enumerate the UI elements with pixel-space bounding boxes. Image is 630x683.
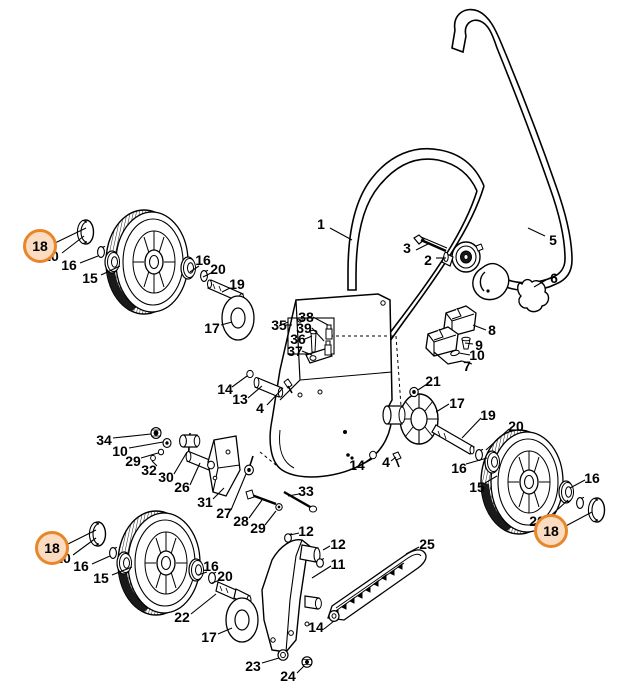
callout-label-1[interactable]: 1 <box>317 216 325 232</box>
bracket-assembly-35 <box>278 317 335 364</box>
fastener-part-9 <box>461 336 471 350</box>
axle-part-19-right <box>431 424 475 455</box>
leader-lines <box>54 227 593 674</box>
screw-part-4-lower <box>392 451 402 468</box>
callout-label-17[interactable]: 17 <box>449 395 465 411</box>
callout-label-15[interactable]: 15 <box>93 570 109 586</box>
wheel-assembly-lower-left <box>88 510 259 643</box>
callout-label-34[interactable]: 34 <box>96 432 112 448</box>
callout-label-38[interactable]: 38 <box>298 309 314 325</box>
bolt-part-28 <box>245 489 277 506</box>
callout-label-16[interactable]: 16 <box>73 558 89 574</box>
callout-label-33[interactable]: 33 <box>298 483 314 499</box>
plate-part-31 <box>207 435 241 497</box>
callout-label-10[interactable]: 10 <box>469 347 485 363</box>
callout-label-16[interactable]: 16 <box>195 252 211 268</box>
highlight-marker-18[interactable] <box>23 229 57 263</box>
callout-label-16[interactable]: 16 <box>451 460 467 476</box>
callout-label-20[interactable]: 20 <box>508 418 524 434</box>
callout-label-37[interactable]: 37 <box>287 343 303 359</box>
callout-label-11[interactable]: 11 <box>330 556 346 572</box>
knob-part-6 <box>517 278 550 313</box>
pin-part-10 <box>450 349 460 357</box>
callout-label-9[interactable]: 9 <box>475 337 483 353</box>
callout-label-16[interactable]: 16 <box>203 558 219 574</box>
callout-label-19[interactable]: 19 <box>480 407 496 423</box>
callout-label-17[interactable]: 17 <box>201 629 217 645</box>
callout-label-27[interactable]: 27 <box>216 505 232 521</box>
handle-hinge <box>451 241 484 273</box>
handle-end-boot <box>472 262 510 301</box>
callout-label-28[interactable]: 28 <box>233 513 249 529</box>
highlight-marker-18[interactable] <box>35 531 69 565</box>
bolt-part-3 <box>413 234 448 253</box>
callout-label-12[interactable]: 12 <box>330 536 346 552</box>
callout-label-14[interactable]: 14 <box>349 457 365 473</box>
callout-label-23[interactable]: 23 <box>245 658 261 674</box>
callout-label-4[interactable]: 4 <box>382 454 390 470</box>
callout-label-29[interactable]: 29 <box>125 453 141 469</box>
callout-label-20[interactable]: 20 <box>210 261 226 277</box>
wheel-assembly-right <box>382 386 606 535</box>
callout-label-2[interactable]: 2 <box>424 252 432 268</box>
callout-label-7[interactable]: 7 <box>463 358 471 374</box>
highlight-marker-label-18: 18 <box>32 238 48 254</box>
bolt-part-33 <box>283 490 318 513</box>
bushing-part-21 <box>382 405 406 425</box>
wheel-assembly-upper-left <box>76 209 255 341</box>
callout-label-29[interactable]: 29 <box>250 520 266 536</box>
lever-part-30 <box>179 432 201 463</box>
callout-label-25[interactable]: 25 <box>419 536 435 552</box>
callout-label-15[interactable]: 15 <box>82 270 98 286</box>
callout-label-4[interactable]: 4 <box>256 400 264 416</box>
callout-label-17[interactable]: 17 <box>204 320 220 336</box>
clip-part-7 <box>425 326 463 365</box>
callout-label-21[interactable]: 21 <box>425 373 441 389</box>
callout-label-13[interactable]: 13 <box>232 391 248 407</box>
highlight-marker-label-18: 18 <box>543 523 559 539</box>
callout-label-20[interactable]: 20 <box>217 568 233 584</box>
small-parts-cluster <box>150 369 402 513</box>
callout-label-32[interactable]: 32 <box>141 462 157 478</box>
highlight-marker-18[interactable] <box>534 514 568 548</box>
callout-label-19[interactable]: 19 <box>229 276 245 292</box>
callout-label-12[interactable]: 12 <box>298 523 314 539</box>
callout-label-16[interactable]: 16 <box>584 470 600 486</box>
callout-label-3[interactable]: 3 <box>403 240 411 256</box>
callout-label-36[interactable]: 36 <box>290 331 306 347</box>
arm-part-11 <box>261 533 340 668</box>
callout-label-30[interactable]: 30 <box>158 469 174 485</box>
callout-label-35[interactable]: 35 <box>271 317 287 333</box>
callout-label-22[interactable]: 22 <box>174 609 190 625</box>
callout-label-31[interactable]: 31 <box>197 494 213 510</box>
hub-flange-17 <box>399 393 439 445</box>
callout-label-39[interactable]: 39 <box>296 320 312 336</box>
highlight-marker-label-18: 18 <box>44 540 60 556</box>
callout-label-24[interactable]: 24 <box>280 668 296 683</box>
chassis-deck <box>259 293 403 478</box>
callout-label-10[interactable]: 10 <box>112 443 128 459</box>
screw-part-4 <box>283 378 293 394</box>
callout-label-16[interactable]: 16 <box>61 257 77 273</box>
handle-bar <box>347 8 573 345</box>
callout-label-5[interactable]: 5 <box>549 232 557 248</box>
callout-label-15[interactable]: 15 <box>469 479 485 495</box>
callout-label-6[interactable]: 6 <box>550 270 558 286</box>
spacer-part-2 <box>441 251 454 267</box>
callout-label-26[interactable]: 26 <box>174 479 190 495</box>
callout-label-14[interactable]: 14 <box>308 619 324 635</box>
callout-label-8[interactable]: 8 <box>488 322 496 338</box>
callout-label-14[interactable]: 14 <box>217 381 233 397</box>
serrated-blade-part-25 <box>327 549 427 622</box>
